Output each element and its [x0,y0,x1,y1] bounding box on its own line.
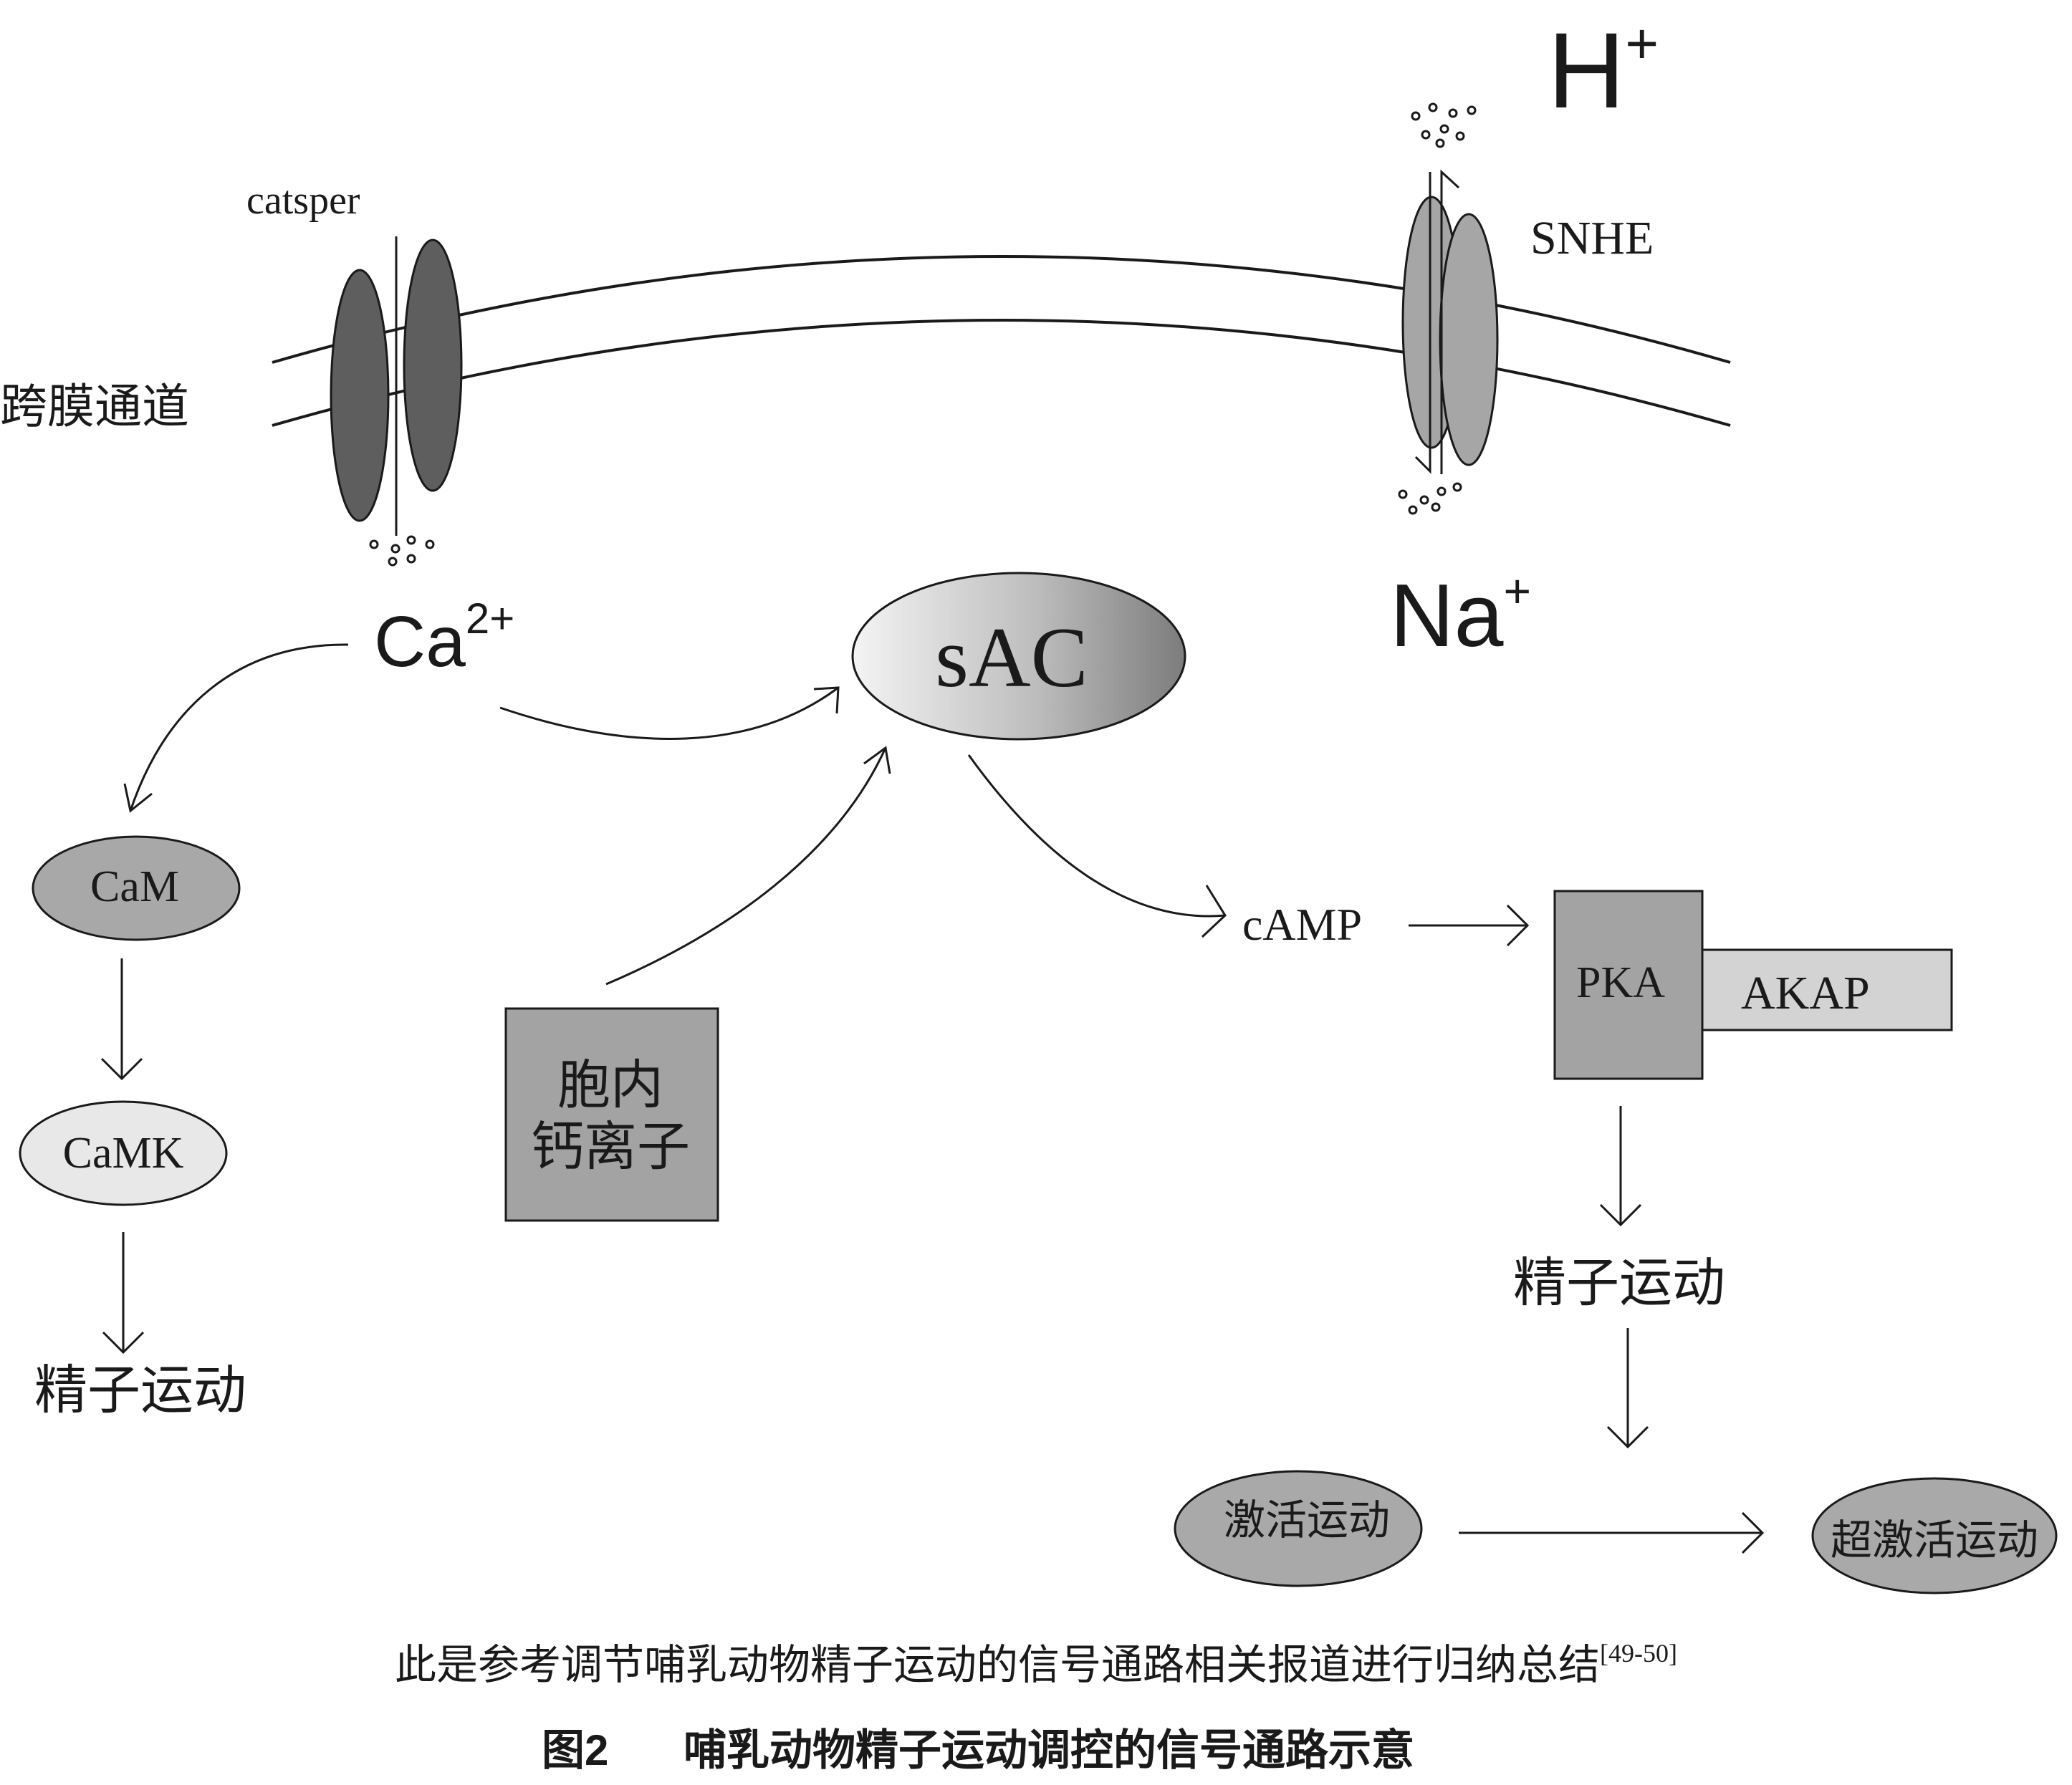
ion-dot [390,544,401,554]
camk-label: CaMK [63,1129,184,1178]
motility-right-label: 精子运动 [1513,1254,1725,1313]
proton-dots [1411,102,1477,148]
arrowhead-ca-to-sac [813,686,840,714]
ion-dot [1448,108,1458,118]
ion-dot [1419,495,1429,505]
intracellular-calcium-label-line2: 钙离子 [531,1118,690,1177]
arrowhead-camk-to-motility [102,1331,145,1355]
sodium-ion-dots [1398,482,1462,515]
na-ion-base: Na [1390,567,1504,665]
ion-dot [406,535,416,545]
figure-caption: 图2 哺乳动物精子运动调控的信号通路示意 [542,1726,1414,1774]
cam-label: CaM [90,862,179,911]
calcium-ion-dots [369,535,435,567]
sac-label: sAC [935,610,1088,705]
arrowhead-motility-to-activated [1606,1425,1649,1449]
arrowhead-pka-to-motility [1599,1203,1642,1227]
ion-dot [1439,124,1449,134]
arrowhead-cam-to-camk [100,1057,143,1081]
pka-box [1553,890,1704,1080]
hyperactivated-motility-node [1811,1477,2058,1594]
ion-dot [406,554,416,564]
arrowhead-intracellular-to-sac [863,746,891,774]
h-ion-base: H [1548,10,1625,130]
arrow-ca-to-cam [129,643,349,812]
arrowhead-sac-to-camp [1201,885,1227,938]
ion-dot [1455,131,1465,141]
caption-note-reference: [49-50] [1600,1639,1677,1668]
hyperactivated-motility-label: 超激活运动 [1831,1517,2038,1564]
intracellular-calcium-box [504,1007,719,1222]
activated-motility-node [1174,1470,1423,1587]
snhe-h-out-arrow [1440,169,1460,474]
camp-label: cAMP [1242,899,1362,950]
akap-box [1699,948,1953,1031]
catsper-subunit-right [403,239,463,492]
ca-ion-label: Ca2+ [374,595,514,682]
ion-dot [425,539,435,549]
arrow-ca-to-sac [499,686,839,740]
ion-dot [388,557,398,567]
ion-dot [1467,105,1477,115]
arrowhead-camp-to-pka [1506,904,1530,947]
ion-dot [1437,486,1447,496]
pka-label: PKA [1576,958,1665,1007]
arrowhead-ca-to-cam [123,783,153,813]
cam-node [32,835,241,941]
ion-dot [369,539,379,549]
caption-note: 此是参考调节哺乳动物精子运动的信号通路相关报道进行归纳总结[49-50] [395,1639,1677,1688]
akap-label: AKAP [1741,967,1870,1019]
ion-dot [1421,130,1431,140]
ion-dot [1411,111,1421,121]
na-ion-charge: + [1504,564,1532,617]
sac-node [851,572,1186,741]
ion-dot [1398,489,1408,499]
h-ion-label: H+ [1548,10,1659,130]
na-ion-label: Na+ [1390,564,1531,665]
ion-dot [1435,138,1445,148]
ca-ion-base: Ca [374,602,466,682]
snhe-subunit-right [1439,213,1499,466]
cell-membrane [272,255,1731,427]
ion-dot [1452,482,1462,492]
camk-node [19,1100,228,1206]
arrow-intracellular-to-sac [605,747,887,986]
snhe-label: SNHE [1530,212,1654,264]
catsper-subunit-left [330,269,390,522]
catsper-label: catsper [246,178,360,223]
membrane-label: 跨膜通道 [0,381,189,433]
h-ion-charge: + [1625,11,1659,75]
membrane-outer-line [272,255,1731,364]
arrow-sac-to-camp [967,754,1226,918]
figure-title: 哺乳动物精子运动调控的信号通路示意 [684,1726,1414,1774]
activated-motility-label: 激活运动 [1224,1497,1390,1544]
ca-ion-charge: 2+ [466,595,514,643]
catsper-channel [330,236,463,536]
snhe-channel [1401,169,1499,474]
membrane-inner-line [272,319,1731,427]
intracellular-calcium-label-line1: 胞内 [557,1057,663,1115]
ion-dot [1431,502,1441,512]
caption-note-text: 此是参考调节哺乳动物精子运动的信号通路相关报道进行归纳总结 [395,1642,1600,1688]
arrowhead-activated-to-hyperactivated [1741,1511,1765,1554]
figure-label: 图2 [542,1726,608,1774]
ion-dot [1408,505,1418,515]
ion-dot [1428,102,1438,112]
snhe-na-in-arrow [1414,172,1431,474]
motility-left-label: 精子运动 [34,1362,246,1420]
